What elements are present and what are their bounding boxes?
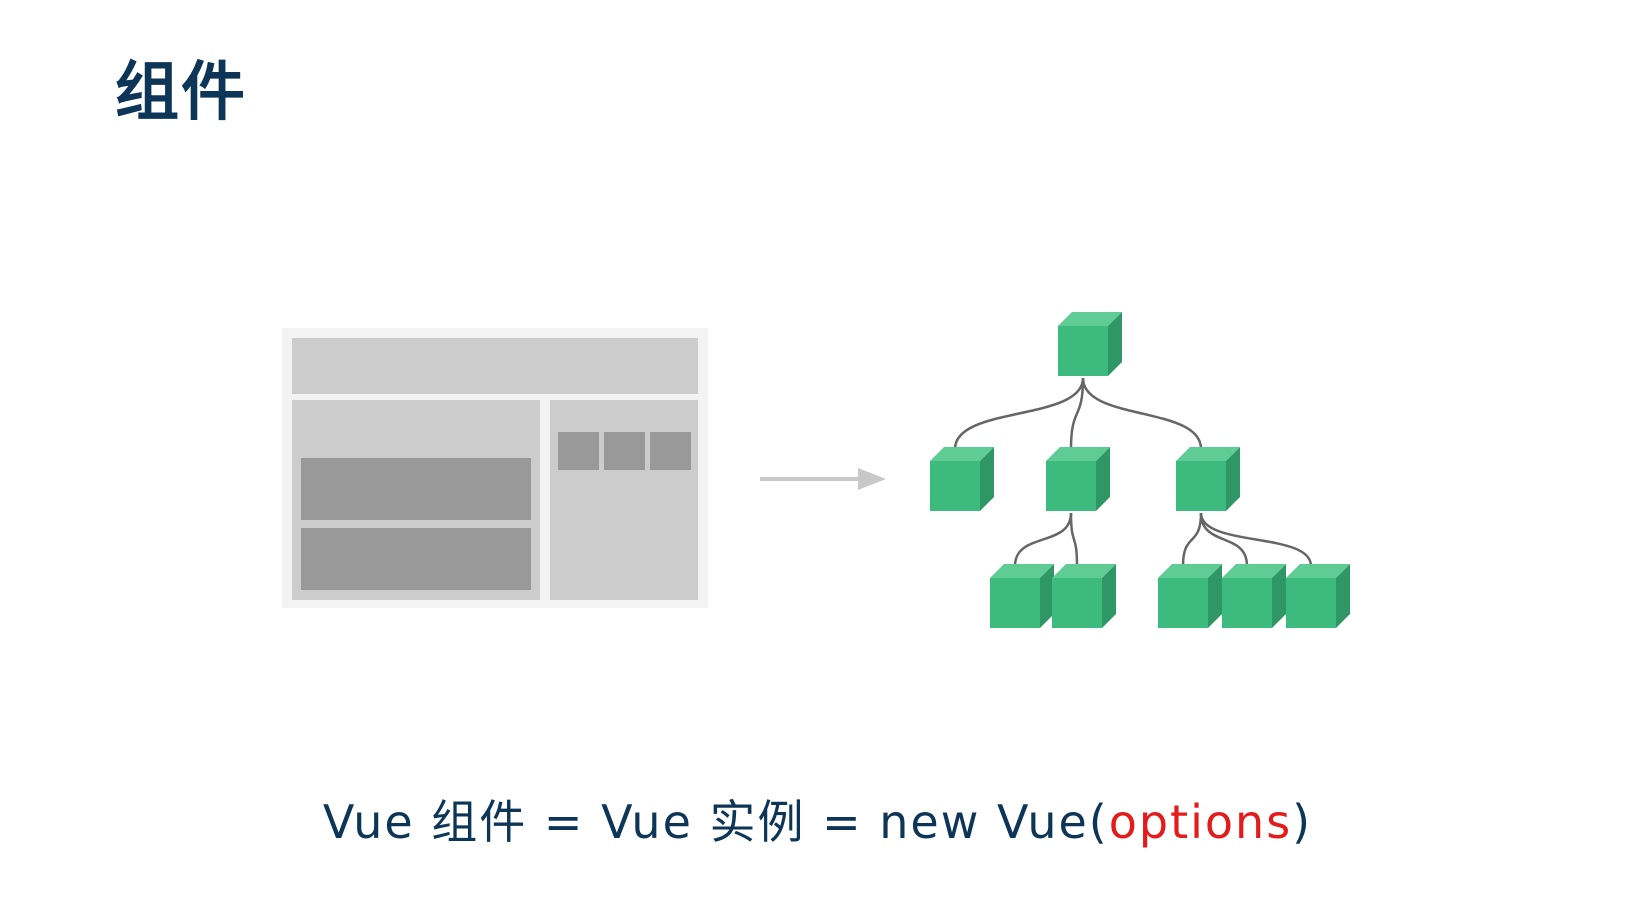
- tree-node-level-1: [930, 447, 994, 511]
- cube-side-face: [980, 447, 994, 511]
- tree-connector: [1199, 512, 1313, 567]
- tree-connector: [1181, 512, 1203, 567]
- tree-connector: [953, 377, 1085, 450]
- cube-top-face: [930, 447, 994, 461]
- slide-title: 组件: [115, 56, 247, 130]
- wireframe-content-block-1: [301, 458, 531, 520]
- cube-top-face: [1058, 312, 1122, 326]
- cube-side-face: [1336, 564, 1350, 628]
- cube-top-face: [1046, 447, 1110, 461]
- tree-connectors: [953, 377, 1313, 567]
- wireframe-sidebar-cell-3: [650, 432, 691, 470]
- cube-side-face: [1272, 564, 1286, 628]
- cube-front-face: [1052, 578, 1102, 628]
- cube-top-face: [1052, 564, 1116, 578]
- cube-front-face: [1222, 578, 1272, 628]
- tree-node-level-1: [1046, 447, 1110, 511]
- arrow-right-icon: [760, 468, 886, 490]
- formula-text: Vue 组件 = Vue 实例 = new Vue(: [322, 795, 1109, 849]
- cube-side-face: [1040, 564, 1054, 628]
- tree-node-level-2: [1158, 564, 1222, 628]
- tree-connector: [1069, 512, 1079, 567]
- tree-node-level-1: [1176, 447, 1240, 511]
- cube-top-face: [990, 564, 1054, 578]
- tree-connector: [1199, 512, 1249, 567]
- cube-top-face: [1158, 564, 1222, 578]
- cube-front-face: [1158, 578, 1208, 628]
- formula-highlight: options: [1108, 795, 1293, 849]
- cube-top-face: [1176, 447, 1240, 461]
- tree-nodes: [930, 312, 1350, 628]
- cube-side-face: [1096, 447, 1110, 511]
- tree-node-level-2: [990, 564, 1054, 628]
- formula-line: Vue 组件 = Vue 实例 = new Vue(options): [0, 786, 1635, 852]
- cube-top-face: [1222, 564, 1286, 578]
- ui-wireframe: [282, 328, 708, 608]
- cube-side-face: [1108, 312, 1122, 376]
- cube-top-face: [1286, 564, 1350, 578]
- tree-node-level-2: [1286, 564, 1350, 628]
- cube-front-face: [1176, 461, 1226, 511]
- tree-connector: [1081, 377, 1203, 450]
- cube-side-face: [1102, 564, 1116, 628]
- wireframe-sidebar: [550, 400, 698, 600]
- formula-closing: ): [1292, 795, 1313, 849]
- tree-node-level-2: [1052, 564, 1116, 628]
- cube-side-face: [1226, 447, 1240, 511]
- cube-side-face: [1208, 564, 1222, 628]
- tree-connector: [1013, 512, 1073, 567]
- cube-front-face: [1286, 578, 1336, 628]
- cube-front-face: [1046, 461, 1096, 511]
- tree-root-node: [1058, 312, 1122, 376]
- tree-connector: [1069, 377, 1085, 450]
- cube-front-face: [930, 461, 980, 511]
- wireframe-sidebar-cell-1: [558, 432, 599, 470]
- tree-node-level-2: [1222, 564, 1286, 628]
- cube-front-face: [1058, 326, 1108, 376]
- cube-front-face: [990, 578, 1040, 628]
- wireframe-content-block-2: [301, 528, 531, 590]
- wireframe-header: [292, 338, 698, 394]
- wireframe-sidebar-cell-2: [604, 432, 645, 470]
